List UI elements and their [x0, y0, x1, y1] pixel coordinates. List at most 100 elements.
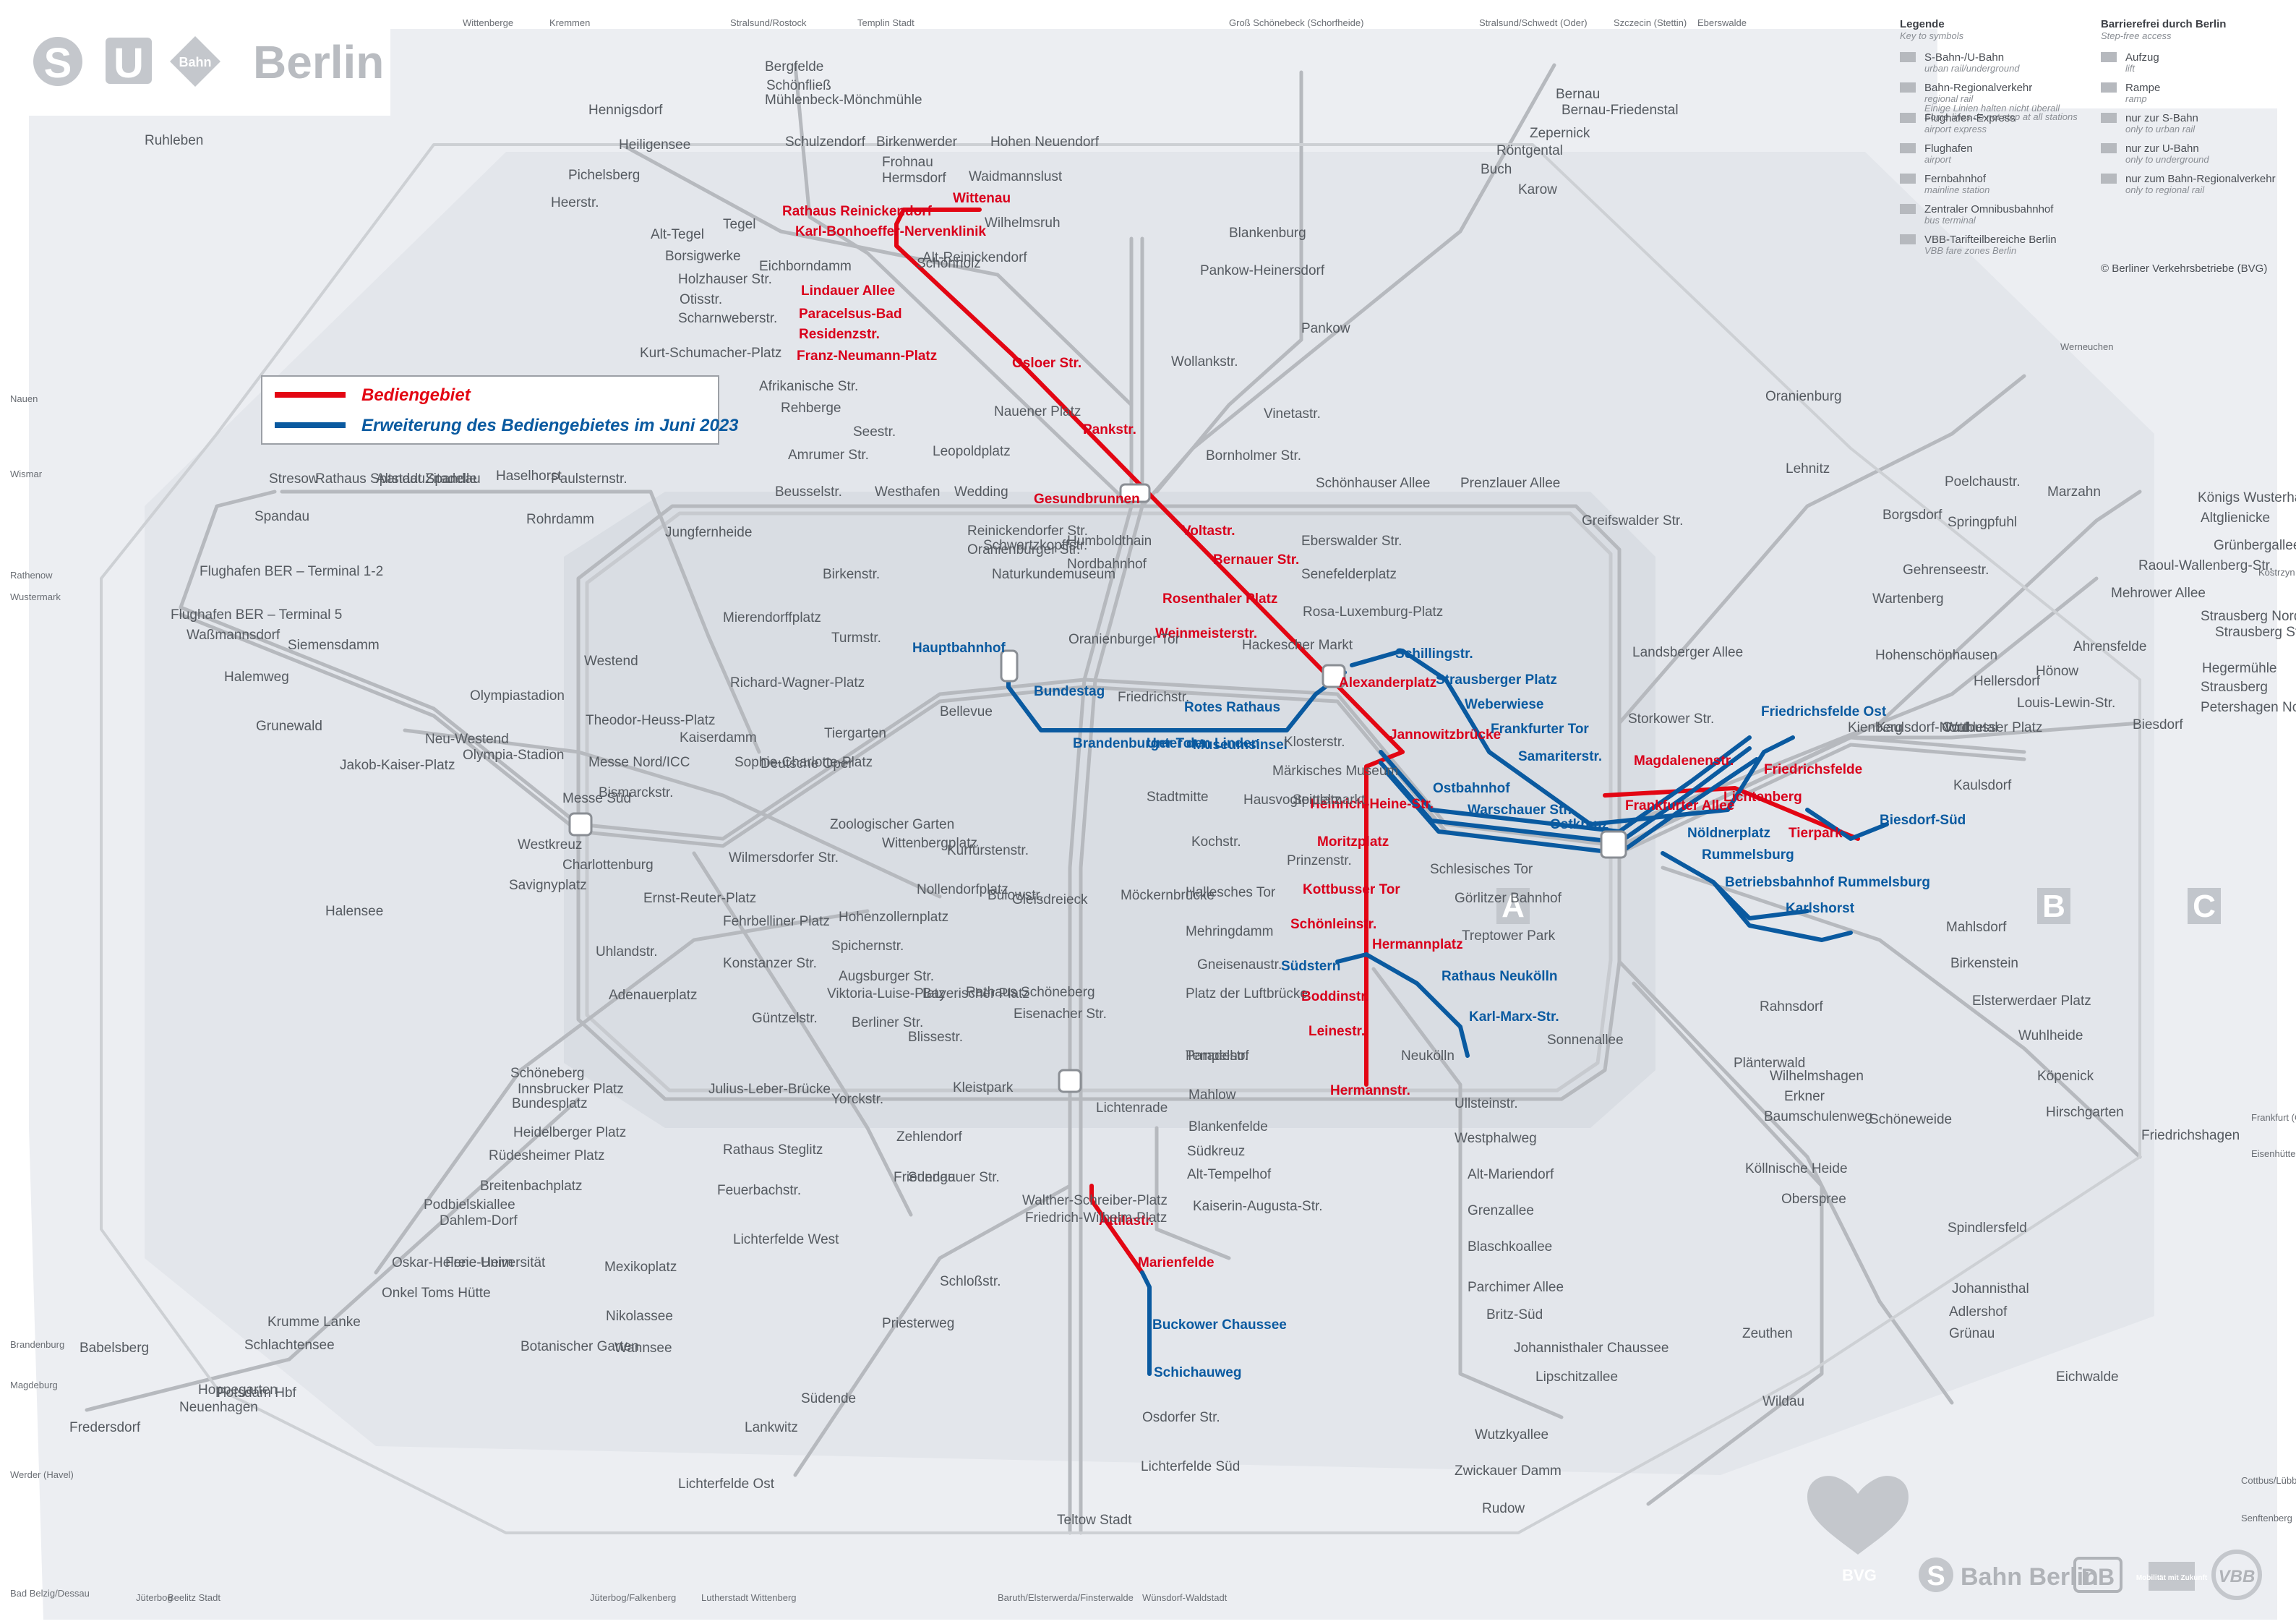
station-label: Gneisenaustr.: [1197, 957, 1282, 973]
station-label: Wannsee: [614, 1341, 672, 1356]
station-label: Louis-Lewin-Str.: [2017, 696, 2115, 711]
station-label-blue: Frankfurter Tor: [1491, 722, 1589, 737]
suedstern-blue: [1335, 952, 1368, 964]
zone-c-label: C: [2193, 889, 2216, 924]
station-label-blue: Karlshorst: [1786, 901, 1855, 916]
edge-destination-label: Nauen: [10, 393, 38, 404]
station-label: Olympia-Stadion: [463, 748, 564, 763]
station-label-red: Lichtenberg: [1723, 790, 1802, 805]
west-branch-u7: [280, 490, 761, 754]
barrier-item-label: nur zur U-Bahn: [2125, 142, 2199, 155]
station-label: Kaiserdamm: [680, 730, 757, 745]
station-label: Rathaus Schöneberg: [966, 985, 1095, 1000]
station-label: Strausberg Stadt: [2215, 625, 2296, 640]
barrier-item-label: nur zur S-Bahn: [2125, 112, 2198, 124]
station-label: Pankow-Heinersdorf: [1200, 263, 1325, 278]
station-label: Buch: [1481, 162, 1512, 177]
station-label: Prinzenstr.: [1287, 853, 1352, 868]
west-branch-spandau: [179, 490, 277, 610]
db-logo-text: DB: [2081, 1564, 2115, 1590]
karlshorst-blue: [1711, 880, 1853, 942]
southeast-branch-schoenefeld: [1617, 960, 1954, 1405]
edge-destination-label: Wismar: [10, 469, 43, 479]
station-label-blue: Nöldnerplatz: [1687, 826, 1770, 841]
south-branch-potsdam: [85, 1357, 291, 1412]
station-label: Tiergarten: [824, 726, 886, 741]
station-label: Sonnenallee: [1547, 1033, 1624, 1048]
station-label-red: Voltastr.: [1182, 523, 1235, 539]
mobilitaet-badge: [2149, 1562, 2195, 1591]
station-label: Adenauerplatz: [609, 988, 698, 1003]
station-label-red: Rosenthaler Platz: [1162, 591, 1277, 607]
station-label: Wuhlheide: [2018, 1028, 2083, 1043]
station-label: Beusselstr.: [775, 484, 842, 500]
station-label-blue: Warschauer Str.: [1468, 803, 1572, 818]
station-label: Strausberg: [2201, 680, 2268, 695]
station-label-blue: Betriebsbahnhof Rummelsburg: [1725, 875, 1930, 890]
station-label: Julius-Leber-Brücke: [708, 1082, 831, 1097]
southeast-branch-ber: [1632, 981, 1824, 1506]
station-label: Priesterweg: [882, 1316, 954, 1331]
bahn-logo: [170, 36, 220, 87]
ringbahn-line-inner: [585, 511, 1613, 1093]
station-label: Eichwalde: [2056, 1369, 2119, 1385]
station-label: Viktoria-Luise-Platz: [827, 986, 945, 1001]
barrier-item-icon: [2101, 143, 2117, 153]
station-label: Hausvogteiplatz: [1243, 792, 1341, 808]
station-label: Richard-Wagner-Platz: [730, 675, 865, 691]
alexanderplatz-hub: [1322, 664, 1346, 688]
s-bahn-logo-glyph: S: [44, 40, 72, 87]
station-label: Sophie-Charlotte-Platz: [734, 755, 873, 770]
station-label-blue: Hauptbahnhof: [912, 641, 1006, 656]
station-label: Oskar-Helene-Heim: [392, 1255, 513, 1270]
station-label: Amrumer Str.: [788, 448, 869, 463]
u3-line: [374, 909, 870, 1275]
station-label: Treptower Park: [1462, 928, 1556, 944]
legend-item-label: S-Bahn-/U-Bahn: [1924, 51, 2004, 64]
station-label: Wildau: [1762, 1394, 1804, 1409]
station-label: Wartenberg: [1872, 591, 1944, 607]
station-label: Alt-Tegel: [651, 227, 704, 242]
station-label: Schönholz: [917, 256, 981, 271]
edge-destination-label: Beelitz Stadt: [168, 1592, 220, 1603]
station-label: Lichterfelde Süd: [1141, 1459, 1240, 1474]
edge-destination-label: Frankfurt (Oder): [2251, 1112, 2296, 1123]
station-label: Lankwitz: [745, 1420, 798, 1435]
u7-neukoelln-blue: [1364, 952, 1470, 1058]
barrier-item-label-en: only to regional rail: [2125, 184, 2205, 195]
station-label: Flughafen BER – Terminal 5: [171, 607, 342, 623]
station-label: Johannisthal: [1952, 1281, 2029, 1296]
station-label: Yorckstr.: [831, 1092, 883, 1107]
station-label: Ruhleben: [145, 133, 203, 148]
station-label: Plänterwald: [1734, 1056, 1805, 1071]
station-label: Feuerbachstr.: [717, 1183, 801, 1198]
station-label: Nollendorfplatz: [917, 882, 1008, 897]
station-label: Halemweg: [224, 670, 289, 685]
station-label: Bundesplatz: [512, 1096, 588, 1111]
station-label-red: Leinestr.: [1308, 1024, 1365, 1039]
station-label: Bernau: [1556, 87, 1600, 102]
u5-east-blue: [1350, 649, 1795, 826]
station-label: Hirschgarten: [2046, 1105, 2124, 1120]
station-label: Adlershof: [1949, 1304, 2008, 1320]
station-label: Cottbusser Platz: [1942, 720, 2042, 735]
station-label: Berliner Str.: [852, 1015, 923, 1030]
station-label: Dahlem-Dorf: [440, 1213, 518, 1228]
station-label: Alt-Mariendorf: [1468, 1167, 1554, 1182]
legend-item-icon: [1900, 113, 1916, 123]
station-label: Hennigsdorf: [588, 103, 663, 118]
station-label-red: Tierpark: [1789, 826, 1843, 841]
station-label: Rüdesheimer Platz: [489, 1148, 605, 1163]
station-label: Deutsche Oper: [761, 756, 853, 772]
station-label: Humboldthain: [1067, 534, 1152, 549]
station-label: Hohenzollernplatz: [839, 910, 948, 925]
copyright: © Berliner Verkehrsbetriebe (BVG): [2101, 262, 2267, 275]
station-label: Schöneweide: [1869, 1112, 1952, 1127]
station-label-red: Hermannstr.: [1330, 1083, 1410, 1098]
station-label: Birkenstein: [1950, 956, 2018, 971]
station-label-red: Magdalenenstr.: [1634, 753, 1734, 769]
station-label: Südende: [801, 1391, 856, 1406]
station-label-blue: Brandenburger Tor: [1073, 736, 1197, 751]
